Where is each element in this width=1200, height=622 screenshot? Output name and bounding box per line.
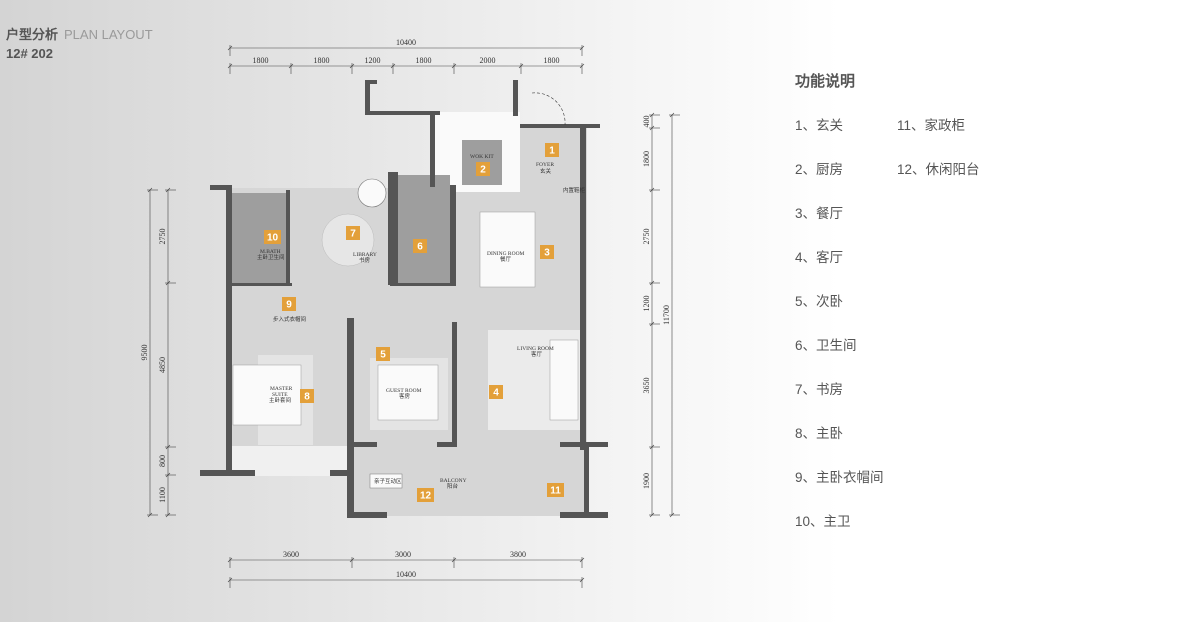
room-badge-3: 3 [540, 245, 554, 259]
room-badge-8: 8 [300, 389, 314, 403]
dim-label: 11700 [662, 305, 671, 325]
room-badge-12: 12 [417, 488, 434, 502]
label-foyer-cn: 玄关 [540, 167, 552, 175]
label-mbath: M.BATH [260, 249, 281, 255]
dimension-lines [147, 45, 680, 588]
label-guest: GUEST ROOM [386, 388, 422, 394]
dim-label: 800 [158, 455, 167, 467]
svg-text:10: 10 [267, 233, 279, 244]
room-badge-4: 4 [489, 385, 503, 399]
legend-item: 10、主卫 [795, 514, 851, 529]
room-labels: FOYER 玄关 WOK KIT 内置鞋柜 DINING ROOM 餐厅 LIV… [257, 154, 586, 490]
legend: 功能说明 1、玄关 2、厨房 3、餐厅 4、客厅 5、次卧 6、卫生间 7、书房 8、主卧 9、… [795, 70, 980, 529]
legend-item: 12、休闲阳台 [897, 162, 980, 177]
dim-label: 1900 [642, 473, 651, 489]
label-dining-cn: 餐厅 [500, 255, 512, 263]
dim-label: 1800 [544, 56, 560, 65]
legend-item: 1、玄关 [795, 118, 844, 133]
legend-item: 3、餐厅 [795, 206, 844, 221]
label-guest-cn: 客房 [399, 392, 411, 400]
walls [200, 80, 608, 518]
dim-label: 1800 [314, 56, 330, 65]
dim-label: 3650 [642, 378, 651, 394]
label-kids-area: 亲子互动区 [374, 477, 402, 485]
legend-item: 8、主卧 [795, 426, 844, 441]
label-living: LIVING ROOM [517, 346, 554, 352]
dim-label: 9500 [140, 345, 149, 361]
svg-text:9: 9 [286, 300, 292, 311]
room-badge-9: 9 [282, 297, 296, 311]
entry-door-swing [531, 92, 566, 126]
legend-item: 11、家政柜 [897, 118, 966, 133]
svg-text:12: 12 [420, 491, 432, 502]
floors [232, 112, 587, 516]
label-dining: DINING ROOM [487, 251, 525, 257]
label-library-cn: 书房 [359, 256, 371, 264]
dim-label: 3800 [510, 550, 526, 559]
legend-item: 6、卫生间 [795, 338, 857, 353]
dim-label: 1200 [642, 296, 651, 312]
dim-label: 2750 [642, 229, 651, 245]
svg-text:7: 7 [350, 229, 356, 240]
dim-label: 1100 [158, 487, 167, 503]
svg-text:1: 1 [549, 146, 555, 157]
room-badge-1: 1 [545, 143, 559, 157]
label-closet: 步入式衣帽间 [273, 315, 306, 323]
dim-label: 1800 [642, 151, 651, 167]
legend-item: 5、次卧 [795, 294, 844, 309]
dim-label: 10400 [396, 570, 416, 579]
dim-label: 400 [642, 116, 651, 128]
legend-item: 9、主卧衣帽间 [795, 470, 884, 485]
label-mbath-cn: 主卧卫生间 [257, 253, 285, 261]
label-master-1: MASTER [270, 386, 293, 392]
label-living-cn: 客厅 [531, 350, 543, 358]
unit-number: 12# 202 [6, 46, 53, 61]
dim-label: 3600 [283, 550, 299, 559]
room-badge-6: 6 [413, 239, 427, 253]
dim-label: 1800 [416, 56, 432, 65]
legend-item: 2、厨房 [795, 162, 844, 177]
svg-text:2: 2 [480, 165, 486, 176]
legend-title: 功能说明 [795, 73, 856, 90]
label-master-cn: 主卧套间 [269, 396, 291, 404]
svg-text:11: 11 [550, 486, 561, 497]
svg-text:8: 8 [304, 392, 310, 403]
svg-text:5: 5 [380, 350, 386, 361]
room-badge-10: 10 [264, 230, 281, 244]
legend-item: 7、书房 [795, 382, 844, 397]
label-master-2: SUITE [272, 392, 288, 398]
svg-text:3: 3 [544, 248, 550, 259]
title-en: PLAN LAYOUT [64, 27, 153, 42]
room-badge-7: 7 [346, 226, 360, 240]
dim-label: 2000 [480, 56, 496, 65]
dim-label: 2750 [158, 229, 167, 245]
label-balcony-cn: 阳台 [447, 482, 459, 490]
room-badge-5: 5 [376, 347, 390, 361]
dim-label: 3000 [395, 550, 411, 559]
label-shoe-cabinet: 内置鞋柜 [563, 186, 586, 194]
label-library: LIBRARY [353, 252, 377, 258]
label-balcony: BALCONY [440, 478, 467, 484]
room-badge-2: 2 [476, 162, 490, 176]
dim-label: 10400 [396, 38, 416, 47]
label-kitchen: WOK KIT [470, 154, 494, 160]
page-title: 户型分析 PLAN LAYOUT [6, 24, 153, 43]
legend-item: 4、客厅 [795, 250, 844, 265]
label-foyer: FOYER [536, 162, 554, 168]
title-cn: 户型分析 [6, 27, 59, 42]
svg-text:4: 4 [493, 388, 499, 399]
dim-label: 1200 [365, 56, 381, 65]
dim-label: 1800 [253, 56, 269, 65]
svg-text:6: 6 [417, 242, 423, 253]
dim-label: 4850 [158, 357, 167, 373]
room-badge-11: 11 [547, 483, 564, 497]
